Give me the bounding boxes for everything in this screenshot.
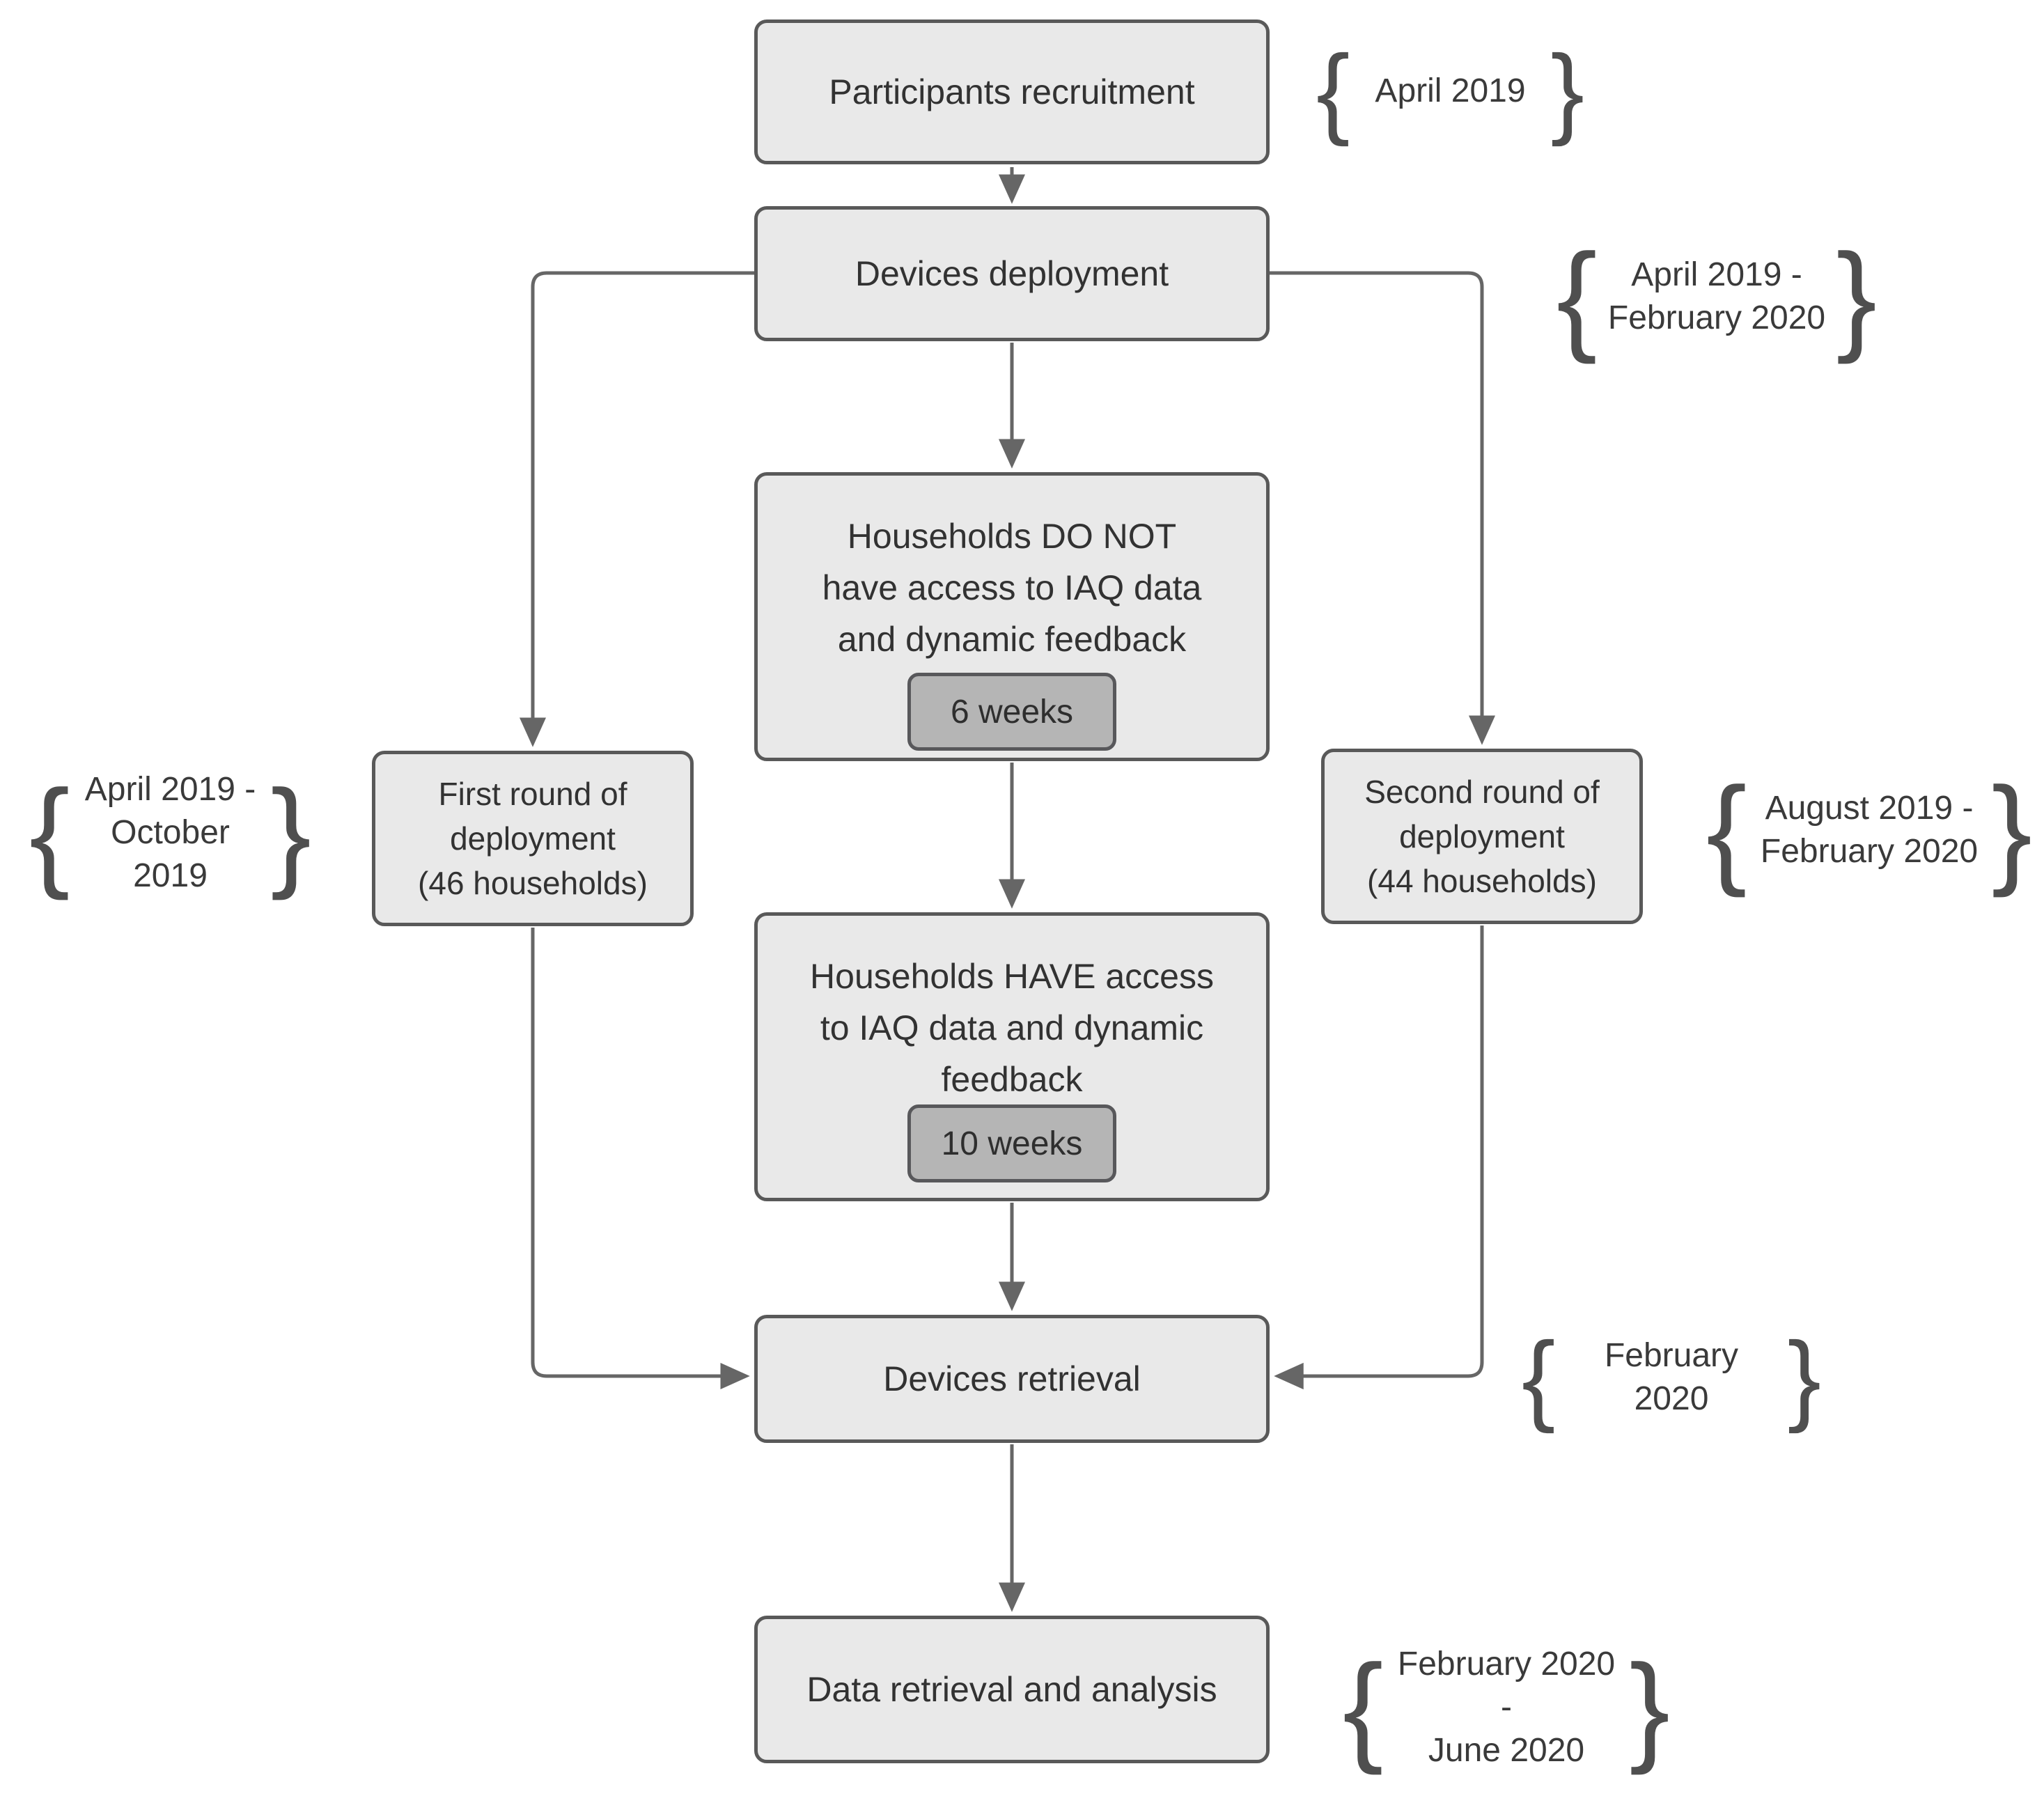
right-brace-icon: }	[270, 765, 311, 901]
node-label-line: deployment	[1399, 818, 1565, 854]
node-label-line: have access to IAQ data	[822, 568, 1202, 607]
annotation-deployment-date: { April 2019 - February 2020 }	[1557, 202, 1877, 391]
node-label: Participants recruitment	[829, 66, 1194, 118]
left-brace-icon: {	[1522, 1320, 1556, 1434]
annotation-line: February 2020 -	[1397, 1646, 1616, 1726]
node-label-line: deployment	[450, 820, 616, 857]
node-devices-retrieval: Devices retrieval	[754, 1315, 1270, 1443]
node-label-line: Households DO NOT	[847, 517, 1177, 556]
node-label-line: First round of	[438, 776, 627, 812]
node-label-line: to IAQ data and dynamic	[820, 1008, 1204, 1047]
right-brace-icon: }	[1629, 1639, 1670, 1776]
right-brace-icon: }	[1836, 228, 1877, 365]
annotation-text: April 2019 - February 2020	[1597, 253, 1836, 340]
annotation-retrieval-date: { February 2020 }	[1522, 1311, 1821, 1444]
annotation-participants-date: { April 2019 }	[1316, 26, 1584, 155]
node-households-no-access: Households DO NOT have access to IAQ dat…	[754, 472, 1270, 761]
badge-label: 6 weeks	[950, 693, 1074, 731]
node-label: Households DO NOT have access to IAQ dat…	[758, 510, 1266, 665]
annotation-line: April 2019 -	[84, 771, 256, 808]
annotation-line: February 2020	[1604, 1337, 1739, 1417]
badge-label: 10 weeks	[941, 1125, 1083, 1162]
node-label-line: Households HAVE access	[810, 957, 1214, 996]
node-devices-deployment: Devices deployment	[754, 206, 1270, 341]
node-label-line: Devices retrieval	[883, 1359, 1141, 1398]
annotation-first-round-date: { April 2019 - October 2019 }	[29, 738, 311, 928]
node-label-line: Data retrieval and analysis	[806, 1670, 1217, 1709]
annotation-line: April 2019 -	[1631, 256, 1802, 293]
right-brace-icon: }	[1787, 1320, 1821, 1434]
left-brace-icon: {	[1343, 1639, 1384, 1776]
annotation-line: October 2019	[111, 814, 230, 894]
node-participants-recruitment: Participants recruitment	[754, 19, 1270, 164]
annotation-text: April 2019 - October 2019	[70, 768, 270, 898]
annotation-line: February 2020	[1607, 299, 1826, 336]
annotation-line: August 2019 -	[1765, 790, 1974, 827]
left-brace-icon: {	[29, 765, 70, 901]
node-label: First round of deployment (46 households…	[418, 772, 648, 905]
annotation-analysis-date: { February 2020 - June 2020 }	[1343, 1613, 1670, 1796]
node-first-round-deployment: First round of deployment (46 households…	[372, 751, 694, 926]
annotation-text: February 2020	[1555, 1334, 1787, 1421]
node-label: Households HAVE access to IAQ data and d…	[758, 951, 1266, 1105]
branch-deployment-to-first-round	[519, 271, 754, 747]
node-label: Devices deployment	[855, 248, 1169, 299]
duration-badge-10-weeks: 10 weeks	[907, 1104, 1116, 1182]
duration-badge-6-weeks: 6 weeks	[907, 673, 1116, 751]
branch-deployment-to-second-round	[1270, 271, 1496, 745]
node-label-line: feedback	[941, 1060, 1083, 1099]
annotation-line: February 2020	[1760, 833, 1979, 870]
node-label-line: (44 households)	[1367, 863, 1597, 899]
node-label-line: Participants recruitment	[829, 72, 1195, 111]
node-label-line: Devices deployment	[855, 254, 1169, 293]
connector-first-round-to-retrieval	[531, 928, 750, 1390]
node-second-round-deployment: Second round of deployment (44 household…	[1321, 749, 1643, 924]
annotation-line: April 2019	[1375, 72, 1526, 109]
annotation-text: August 2019 - February 2020	[1747, 787, 1991, 873]
node-label-line: and dynamic feedback	[837, 620, 1187, 659]
node-label: Devices retrieval	[883, 1353, 1141, 1405]
right-brace-icon: }	[1991, 762, 2032, 898]
annotation-line: June 2020	[1428, 1732, 1585, 1769]
node-label-line: Second round of	[1364, 774, 1600, 810]
left-brace-icon: {	[1706, 762, 1747, 898]
node-label: Second round of deployment (44 household…	[1364, 770, 1600, 903]
left-brace-icon: {	[1557, 228, 1598, 365]
connector-second-round-to-retrieval	[1274, 926, 1484, 1390]
node-households-have-access: Households HAVE access to IAQ data and d…	[754, 912, 1270, 1201]
annotation-text: April 2019	[1350, 70, 1550, 113]
node-label: Data retrieval and analysis	[806, 1664, 1217, 1715]
annotation-text: February 2020 - June 2020	[1383, 1643, 1629, 1772]
node-data-retrieval-analysis: Data retrieval and analysis	[754, 1616, 1270, 1763]
left-brace-icon: {	[1316, 34, 1350, 147]
annotation-second-round-date: { August 2019 - February 2020 }	[1706, 735, 2032, 925]
node-label-line: (46 households)	[418, 865, 648, 901]
right-brace-icon: }	[1550, 34, 1584, 147]
